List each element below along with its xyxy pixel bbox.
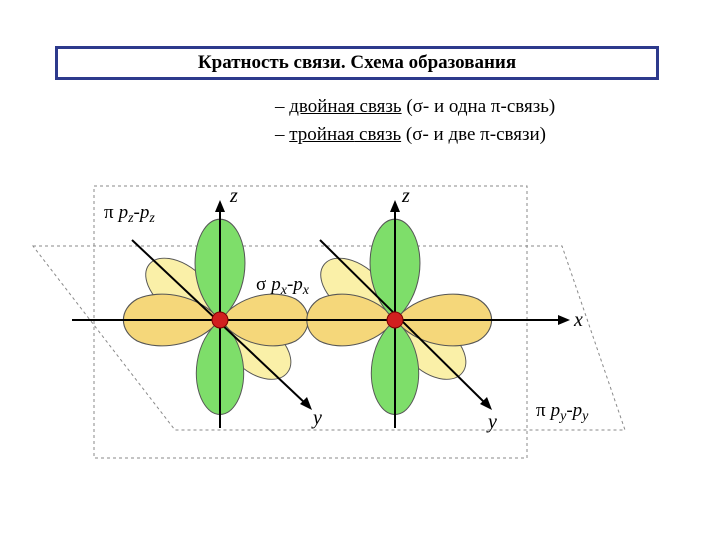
axis-z-left-label: z: [229, 185, 238, 207]
sigma-symbol: σ: [256, 274, 266, 295]
bond-word-underlined: связь: [354, 124, 402, 145]
title-box: Кратность связи. Схема образования: [55, 46, 659, 80]
dash: –: [275, 124, 285, 145]
y-axis-right-arrow: [480, 397, 492, 410]
bond-detail: (σ- и две π-связи): [401, 124, 546, 145]
right-nucleus: [386, 311, 404, 329]
bond-word-underlined: связь: [354, 96, 402, 117]
pi-symbol: π: [104, 202, 114, 223]
triple-bond-line: – тройная связь (σ- и две π-связи): [275, 124, 546, 146]
bond-detail: (σ- и одна π-связь): [401, 96, 556, 117]
slide-title: Кратность связи. Схема образования: [197, 52, 517, 73]
z-axis-right-arrow: [390, 200, 400, 212]
axis-y-left-label: y: [311, 407, 322, 429]
double-bond-line: – двойная связь (σ- и одна π-связь): [275, 96, 555, 118]
bond-type-underlined: тройная: [289, 124, 355, 145]
axis-y-right-label: y: [486, 411, 497, 433]
xy-plane: [31, 245, 626, 431]
dash: –: [275, 96, 285, 117]
y-axis-left-arrow: [300, 397, 312, 410]
left-nucleus: [211, 311, 229, 329]
x-axis-arrow: [558, 315, 570, 325]
bond-type-underlined: двойная: [289, 96, 355, 117]
z-axis-left-arrow: [215, 200, 225, 212]
diagram-frame: [93, 185, 528, 459]
pi-symbol: π: [536, 400, 546, 421]
axis-x-label: x: [573, 309, 583, 331]
axis-z-right-label: z: [401, 185, 410, 207]
